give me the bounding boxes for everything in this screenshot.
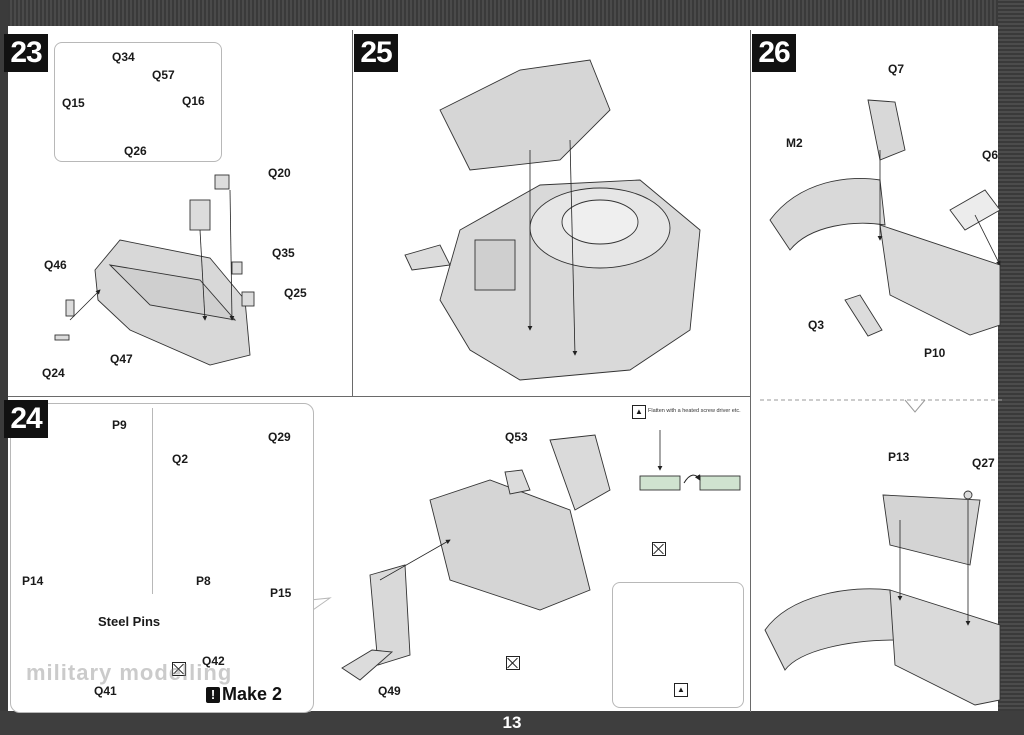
part-q3 <box>844 294 883 337</box>
label-p10: P10 <box>924 346 946 360</box>
step-23-badge: 23 <box>4 34 48 72</box>
label-q34: Q34 <box>112 50 135 64</box>
part-q35 <box>231 261 243 275</box>
upper-hull <box>429 479 591 611</box>
left-border <box>0 0 8 735</box>
part-q46 <box>65 299 75 317</box>
part-q27 <box>963 490 973 500</box>
top-border <box>0 0 1024 26</box>
label-m2: M2 <box>786 136 803 150</box>
part-p10 <box>879 224 1001 336</box>
label-q24: Q24 <box>42 366 65 380</box>
divider-row <box>8 396 750 397</box>
label-p8: P8 <box>196 574 211 588</box>
step-24-badge: 24 <box>4 400 48 438</box>
part-q24 <box>54 334 70 341</box>
no-glue-icon <box>172 662 186 676</box>
bottom-border: 13 <box>0 711 1024 735</box>
label-q49: Q49 <box>378 684 401 698</box>
part-m2 <box>769 177 886 251</box>
label-q2: Q2 <box>172 452 189 466</box>
label-q41: Q41 <box>94 684 117 698</box>
make-two-note: ! Make 2 <box>206 684 282 705</box>
make-two-text: Make 2 <box>222 684 283 704</box>
page-number: 13 <box>502 713 522 732</box>
step23-detail-inset <box>54 42 222 162</box>
flame-icon: ▲ <box>632 405 646 419</box>
label-p13: P13 <box>888 450 910 464</box>
label-q57: Q57 <box>152 68 175 82</box>
label-q25: Q25 <box>284 286 307 300</box>
part-q53 <box>504 469 531 495</box>
label-q29: Q29 <box>268 430 291 444</box>
label-q42: Q42 <box>202 654 225 668</box>
flame-icon-detail: ▲ <box>674 683 688 697</box>
divider-25-26 <box>750 30 751 712</box>
heat-flatten-note: Flatten with a heated screw driver etc. <box>648 408 741 414</box>
label-q46: Q46 <box>44 258 67 272</box>
watermark: military modelling <box>26 660 233 685</box>
divider-23-25 <box>352 30 353 396</box>
breech-assembly <box>439 59 611 171</box>
label-q15: Q15 <box>62 96 85 110</box>
label-p15: P15 <box>270 586 292 600</box>
part-q20 <box>189 199 211 231</box>
part-q7 <box>867 99 906 161</box>
label-q53: Q53 <box>505 430 528 444</box>
label-q6: Q6 <box>982 148 999 162</box>
part-q25 <box>241 291 255 307</box>
step-25-badge: 25 <box>354 34 398 72</box>
step24-parts-inset <box>10 403 314 713</box>
step24-inset-divider <box>152 408 154 594</box>
no-glue-icon-2 <box>652 542 666 556</box>
part-p13 <box>882 494 981 566</box>
label-q7: Q7 <box>888 62 905 76</box>
label-q20: Q20 <box>268 166 291 180</box>
step-26-badge: 26 <box>752 34 796 72</box>
label-q47: Q47 <box>110 352 133 366</box>
label-q35: Q35 <box>272 246 295 260</box>
exclamation-icon: ! <box>206 686 220 703</box>
steel-pins-label: Steel Pins <box>98 614 161 629</box>
right-border <box>998 0 1024 735</box>
no-glue-icon-3 <box>506 656 520 670</box>
label-q16: Q16 <box>182 94 205 108</box>
label-p14: P14 <box>22 574 44 588</box>
part-q49 <box>341 649 394 681</box>
label-p9: P9 <box>112 418 127 432</box>
part-q6 <box>949 189 1001 231</box>
label-q26: Q26 <box>124 144 147 158</box>
label-q27: Q27 <box>972 456 995 470</box>
label-q3: Q3 <box>808 318 825 332</box>
